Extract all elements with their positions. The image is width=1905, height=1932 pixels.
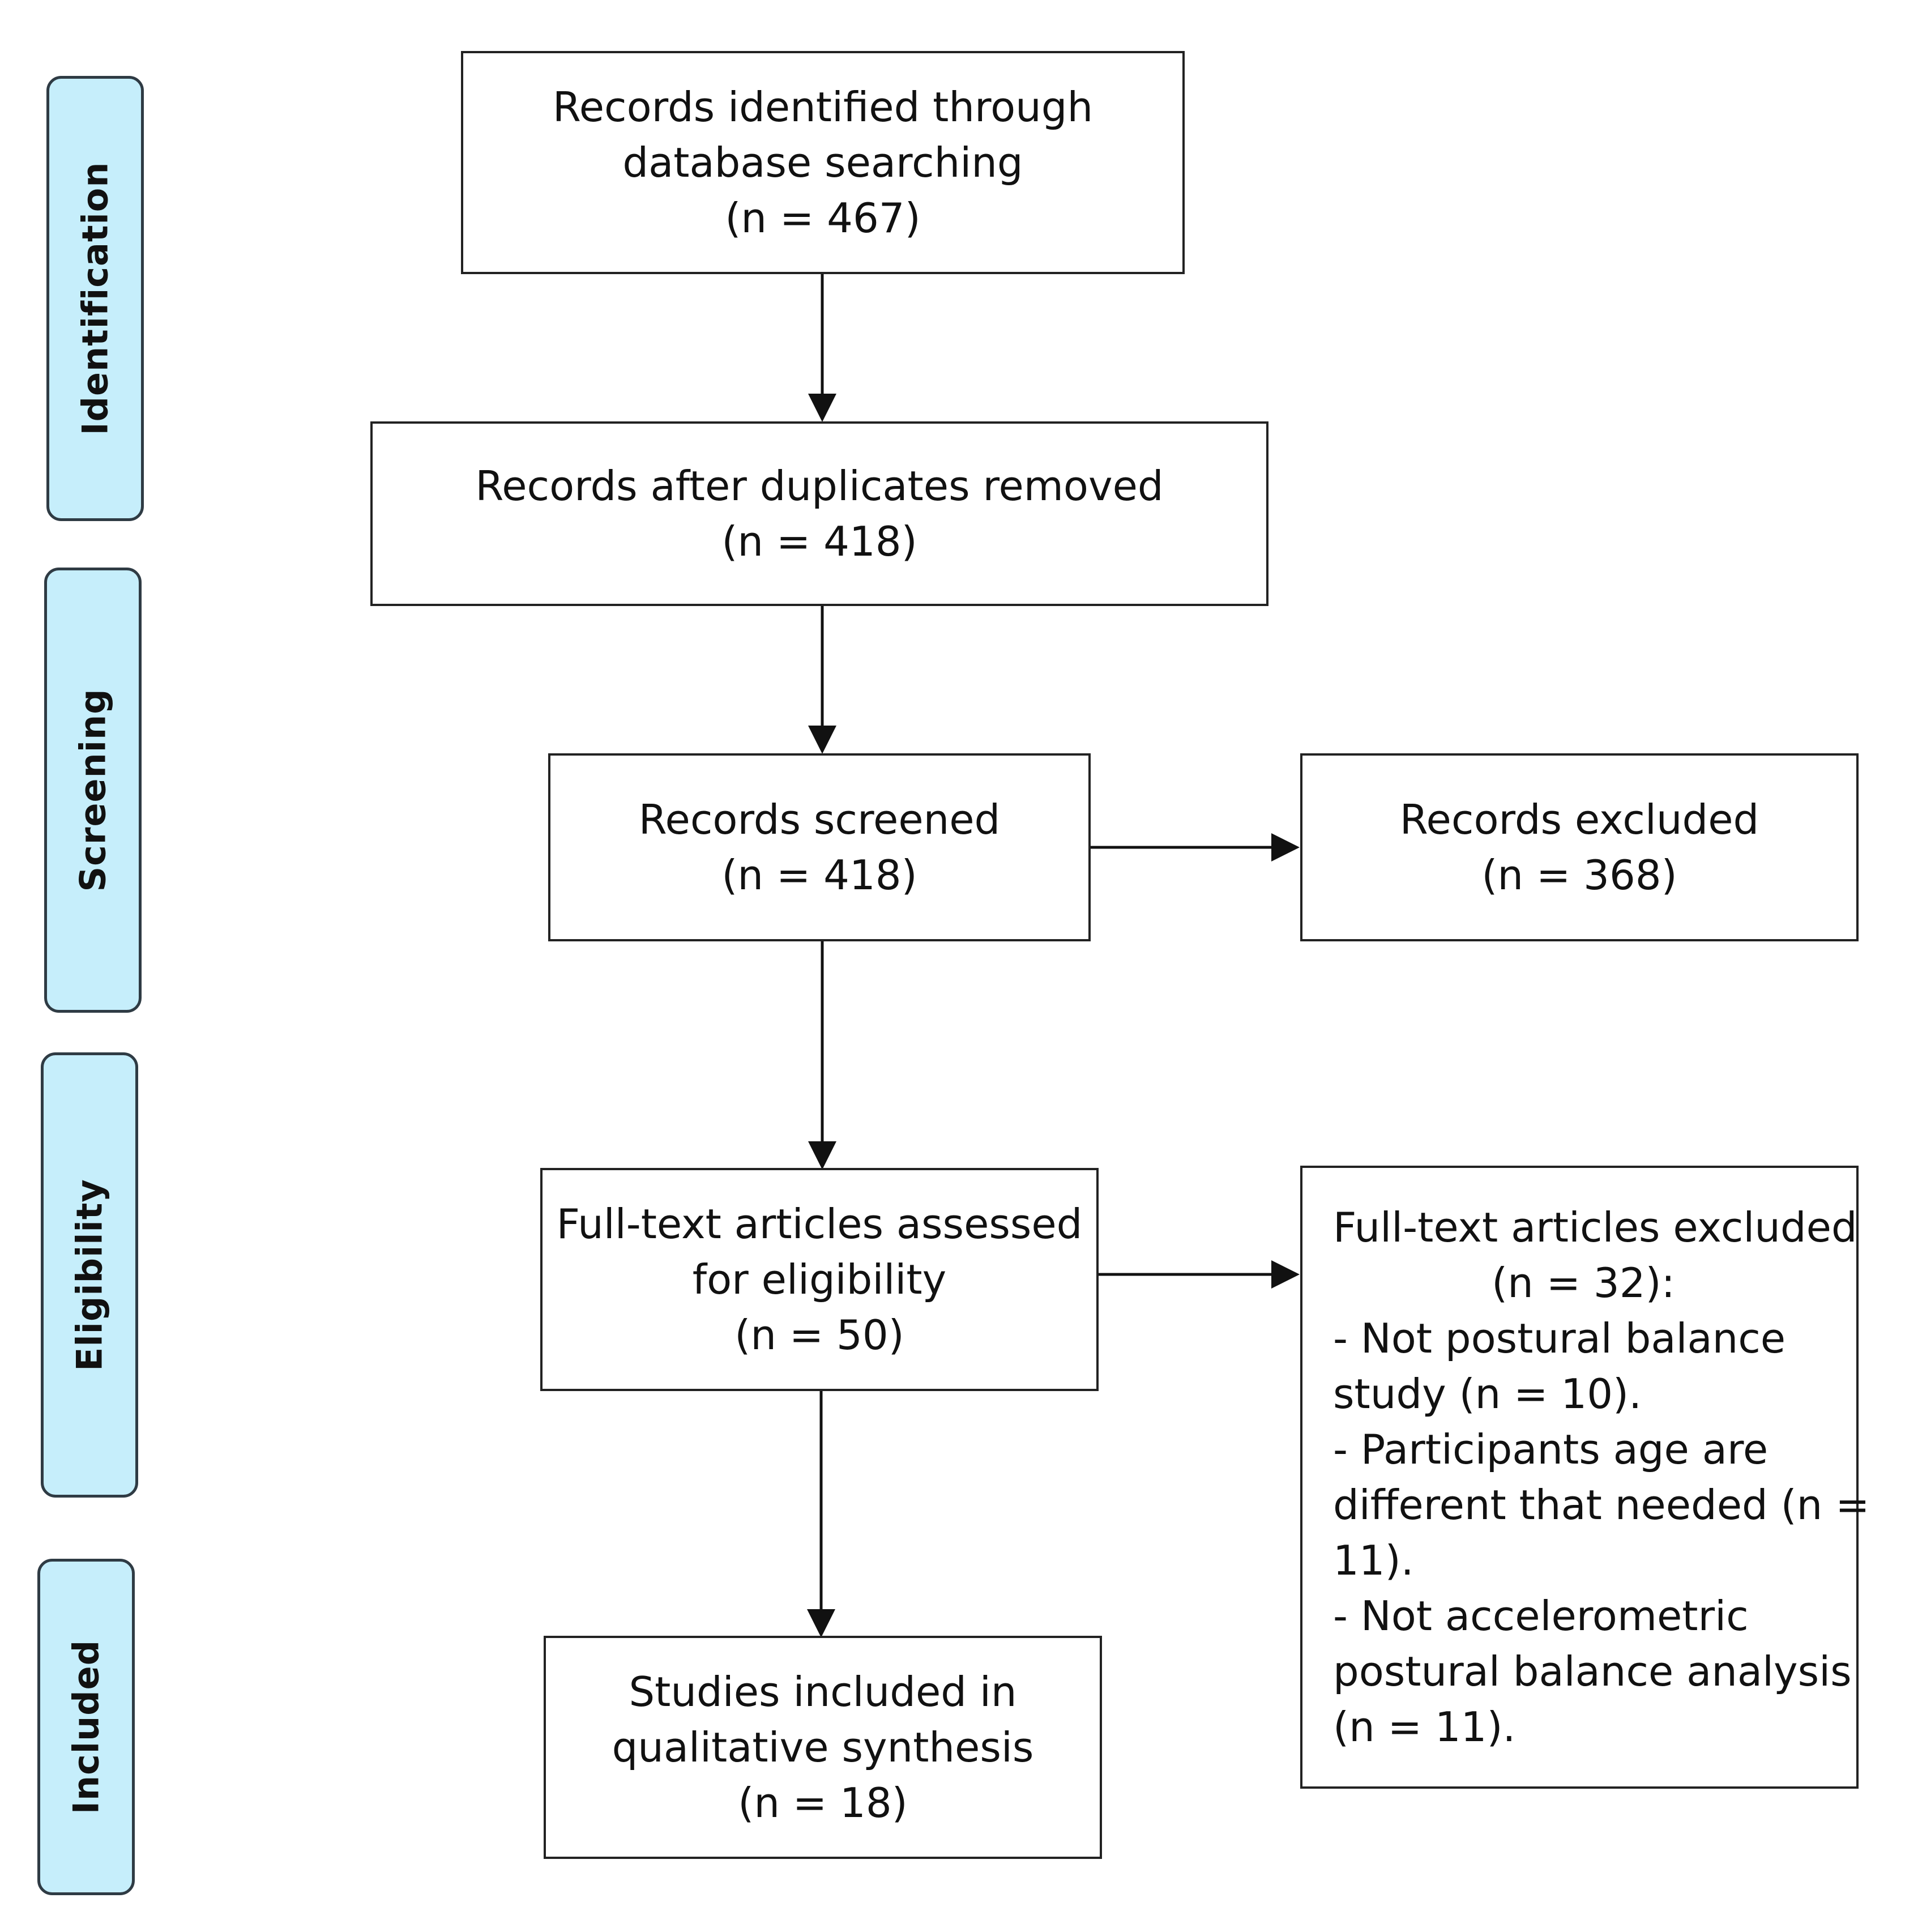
box-text-line: (n = 467) xyxy=(725,194,921,242)
box-text-line: Records screened xyxy=(638,796,1001,843)
box-text-line: (n = 18) xyxy=(738,1779,908,1827)
exclusion-reason-line: 11). xyxy=(1333,1537,1414,1584)
box-text-line: qualitative synthesis xyxy=(612,1724,1034,1771)
box-fulltext-excluded: Full-text articles excluded (n = 32): - … xyxy=(1300,1166,1870,1789)
box-records-excluded: Records excluded (n = 368) xyxy=(1300,753,1859,941)
exclusion-reason-line: - Not accelerometric xyxy=(1333,1592,1749,1640)
exclusion-reason-line: (n = 11). xyxy=(1333,1703,1516,1751)
box-text-line: database searching xyxy=(622,139,1023,186)
box-fulltext-assessed: Full-text articles assessed for eligibil… xyxy=(540,1168,1099,1391)
phase-screening: Screening xyxy=(44,568,142,1013)
phase-included: Included xyxy=(37,1559,135,1895)
box-text-line: (n = 418) xyxy=(721,851,917,899)
box-text-line: Full-text articles assessed xyxy=(556,1200,1083,1248)
box-text-line: (n = 368) xyxy=(1481,851,1677,899)
exclusion-reason-line: different that needed (n = xyxy=(1333,1481,1870,1529)
exclusion-reason-line: - Participants age are xyxy=(1333,1426,1769,1473)
phase-identification: Identification xyxy=(46,76,144,521)
box-text-line: Records excluded xyxy=(1399,796,1759,843)
box-text-line: (n = 50) xyxy=(734,1311,904,1359)
box-records-identified: Records identified through database sear… xyxy=(461,51,1185,274)
box-text-line: Studies included in xyxy=(629,1668,1017,1716)
exclusion-reason-line: postural balance analysis xyxy=(1333,1648,1852,1695)
box-records-after-duplicates: Records after duplicates removed (n = 41… xyxy=(370,421,1268,606)
box-text-line: (n = 418) xyxy=(721,518,917,565)
box-text-line: (n = 32): xyxy=(1492,1259,1675,1307)
box-records-screened: Records screened (n = 418) xyxy=(548,753,1091,941)
phase-eligibility: Eligibility xyxy=(41,1052,138,1498)
exclusion-reason-line: - Not postural balance xyxy=(1333,1315,1786,1362)
box-studies-included: Studies included in qualitative synthesi… xyxy=(544,1636,1102,1859)
exclusion-reason-line: study (n = 10). xyxy=(1333,1370,1642,1418)
box-text-line: Full-text articles excluded xyxy=(1333,1204,1857,1251)
box-text-line: for eligibility xyxy=(692,1256,947,1303)
box-text-line: Records after duplicates removed xyxy=(475,462,1164,510)
box-text-line: Records identified through xyxy=(552,83,1094,131)
